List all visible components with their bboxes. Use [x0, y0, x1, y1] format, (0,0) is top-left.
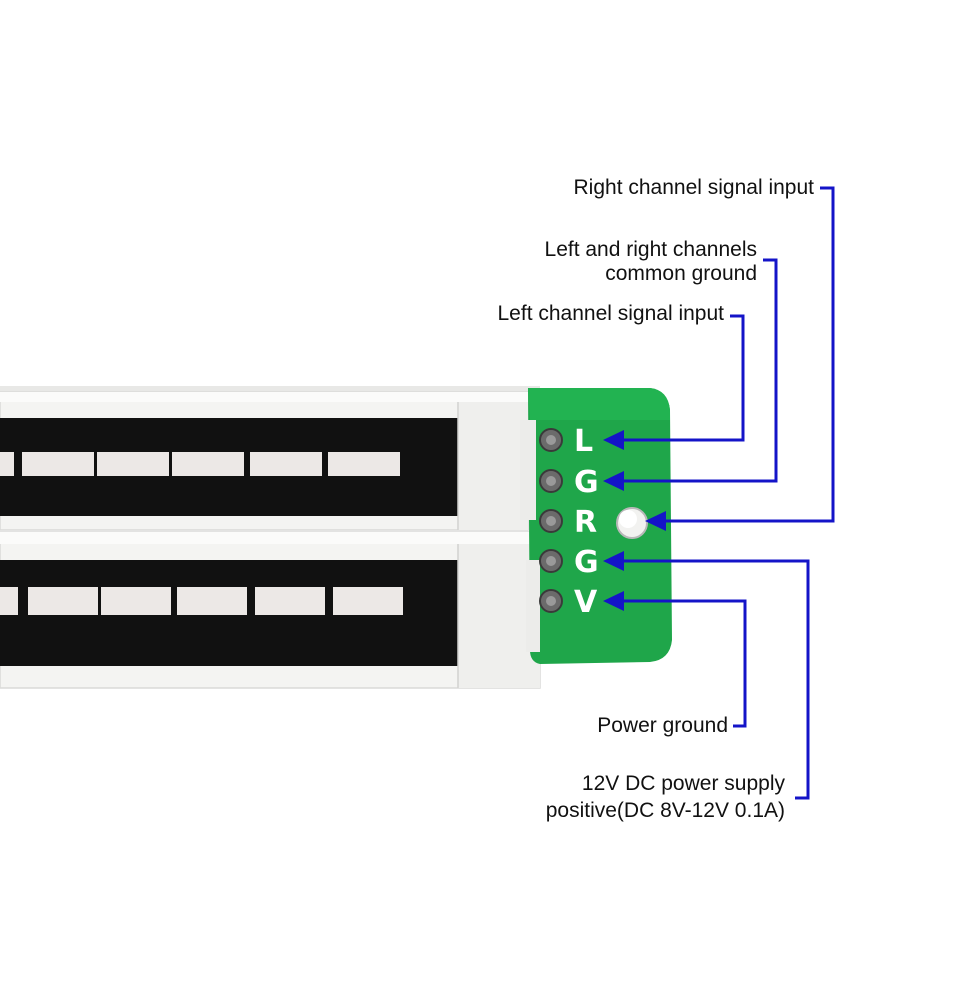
connector-power-supply	[620, 559, 810, 800]
upper-segment-5	[250, 452, 322, 476]
label-common-ground-line1: Left and right channels	[544, 238, 757, 261]
upper-segment-3	[97, 452, 169, 476]
label-power-ground: Power ground	[597, 714, 728, 737]
pin-l	[539, 428, 563, 452]
pin-label-g2: G	[574, 545, 599, 580]
pin-v	[539, 589, 563, 613]
arrowhead-v-icon	[603, 591, 624, 611]
pcb-board	[520, 388, 672, 664]
lower-segment-4	[177, 587, 247, 615]
lower-segment-3	[101, 587, 171, 615]
upper-segment-2	[22, 452, 94, 476]
upper-segment-4	[172, 452, 244, 476]
lower-segment-6	[333, 587, 403, 615]
connector-left-channel	[620, 314, 745, 442]
label-power-supply-line1: 12V DC power supply	[581, 772, 785, 795]
pin-g2	[539, 549, 563, 573]
connector-power-ground	[620, 599, 747, 728]
arrowhead-r-icon	[645, 511, 666, 531]
lower-led-segments	[0, 587, 403, 615]
connector-common-ground	[620, 258, 778, 483]
pin-label-l: L	[574, 424, 593, 459]
upper-segment-1	[0, 452, 14, 476]
upper-segment-6	[328, 452, 400, 476]
lower-segment-1	[0, 587, 18, 615]
lower-segment-5	[255, 587, 325, 615]
arrowhead-g2-icon	[603, 551, 624, 571]
arrowheads	[603, 430, 666, 611]
label-left-channel: Left channel signal input	[497, 302, 725, 325]
label-power-supply-line2: positive(DC 8V-12V 0.1A)	[545, 799, 785, 822]
pin-header	[539, 428, 563, 613]
pin-r	[539, 509, 563, 533]
lower-meter-module	[0, 531, 541, 689]
pin-label-r: R	[574, 505, 597, 540]
label-right-channel: Right channel signal input	[573, 176, 815, 199]
upper-meter-module	[0, 386, 540, 531]
pin-label-v: V	[574, 585, 598, 620]
label-common-ground-line2: common ground	[605, 262, 757, 285]
arrowhead-g1-icon	[603, 471, 624, 491]
pin-g1	[539, 469, 563, 493]
pin-label-g1: G	[574, 465, 599, 500]
connector-right-channel	[660, 186, 835, 523]
lower-segment-2	[28, 587, 98, 615]
callout-lines	[620, 186, 835, 800]
arrowhead-l-icon	[603, 430, 624, 450]
upper-led-segments	[0, 452, 400, 476]
